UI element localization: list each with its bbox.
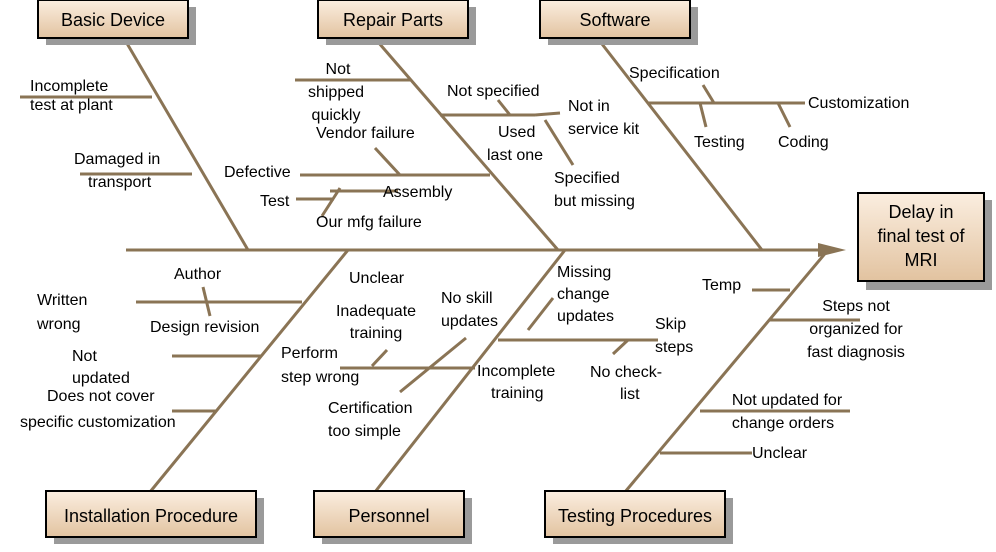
effect-line-1: Delay in bbox=[888, 202, 953, 222]
rib-personnel bbox=[373, 249, 567, 493]
cause-temp: Temp bbox=[702, 277, 741, 294]
rib-repair-parts bbox=[376, 41, 560, 251]
category-testing-procedures: Testing Procedures bbox=[544, 490, 733, 544]
category-label: Personnel bbox=[348, 506, 429, 526]
cause-defective: Defective bbox=[224, 164, 291, 181]
main-ribs bbox=[123, 39, 830, 493]
rib-software bbox=[600, 43, 764, 251]
category-label: Software bbox=[579, 10, 650, 30]
category-personnel: Personnel bbox=[313, 490, 472, 544]
effect-box: Delay in final test of MRI bbox=[857, 192, 992, 290]
cause-customization: Customization bbox=[808, 95, 909, 112]
cause-unclear-install: Unclear bbox=[349, 270, 405, 287]
cause-no-checklist: No check-list bbox=[590, 364, 662, 403]
cause-design-revision: Design revision bbox=[150, 319, 259, 336]
effect-line-3: MRI bbox=[905, 250, 938, 270]
cause-not-specified: Not specified bbox=[447, 83, 540, 100]
category-basic-device: Basic Device bbox=[37, 0, 196, 45]
cause-unclear-testing: Unclear bbox=[752, 445, 808, 462]
rib-testing bbox=[623, 249, 830, 493]
rib-installation bbox=[148, 249, 350, 493]
category-label: Installation Procedure bbox=[64, 506, 238, 526]
sub-branches bbox=[20, 78, 860, 455]
cause-vendor-failure: Vendor failure bbox=[316, 125, 415, 142]
category-software: Software bbox=[539, 0, 698, 45]
cause-test: Test bbox=[260, 193, 290, 210]
cause-assembly: Assembly bbox=[383, 184, 452, 201]
cause-testing: Testing bbox=[694, 134, 745, 151]
cause-coding: Coding bbox=[778, 134, 829, 151]
spine bbox=[126, 243, 846, 257]
category-label: Repair Parts bbox=[343, 10, 443, 30]
effect-line-2: final test of bbox=[877, 226, 965, 246]
cause-specification: Specification bbox=[629, 65, 720, 82]
cause-our-mfg-failure: Our mfg failure bbox=[316, 214, 422, 231]
category-repair-parts: Repair Parts bbox=[317, 0, 476, 45]
category-label: Testing Procedures bbox=[558, 506, 712, 526]
cause-author: Author bbox=[174, 266, 222, 283]
category-installation-procedure: Installation Procedure bbox=[45, 490, 264, 544]
category-label: Basic Device bbox=[61, 10, 165, 30]
rib-basic-device bbox=[123, 39, 250, 251]
